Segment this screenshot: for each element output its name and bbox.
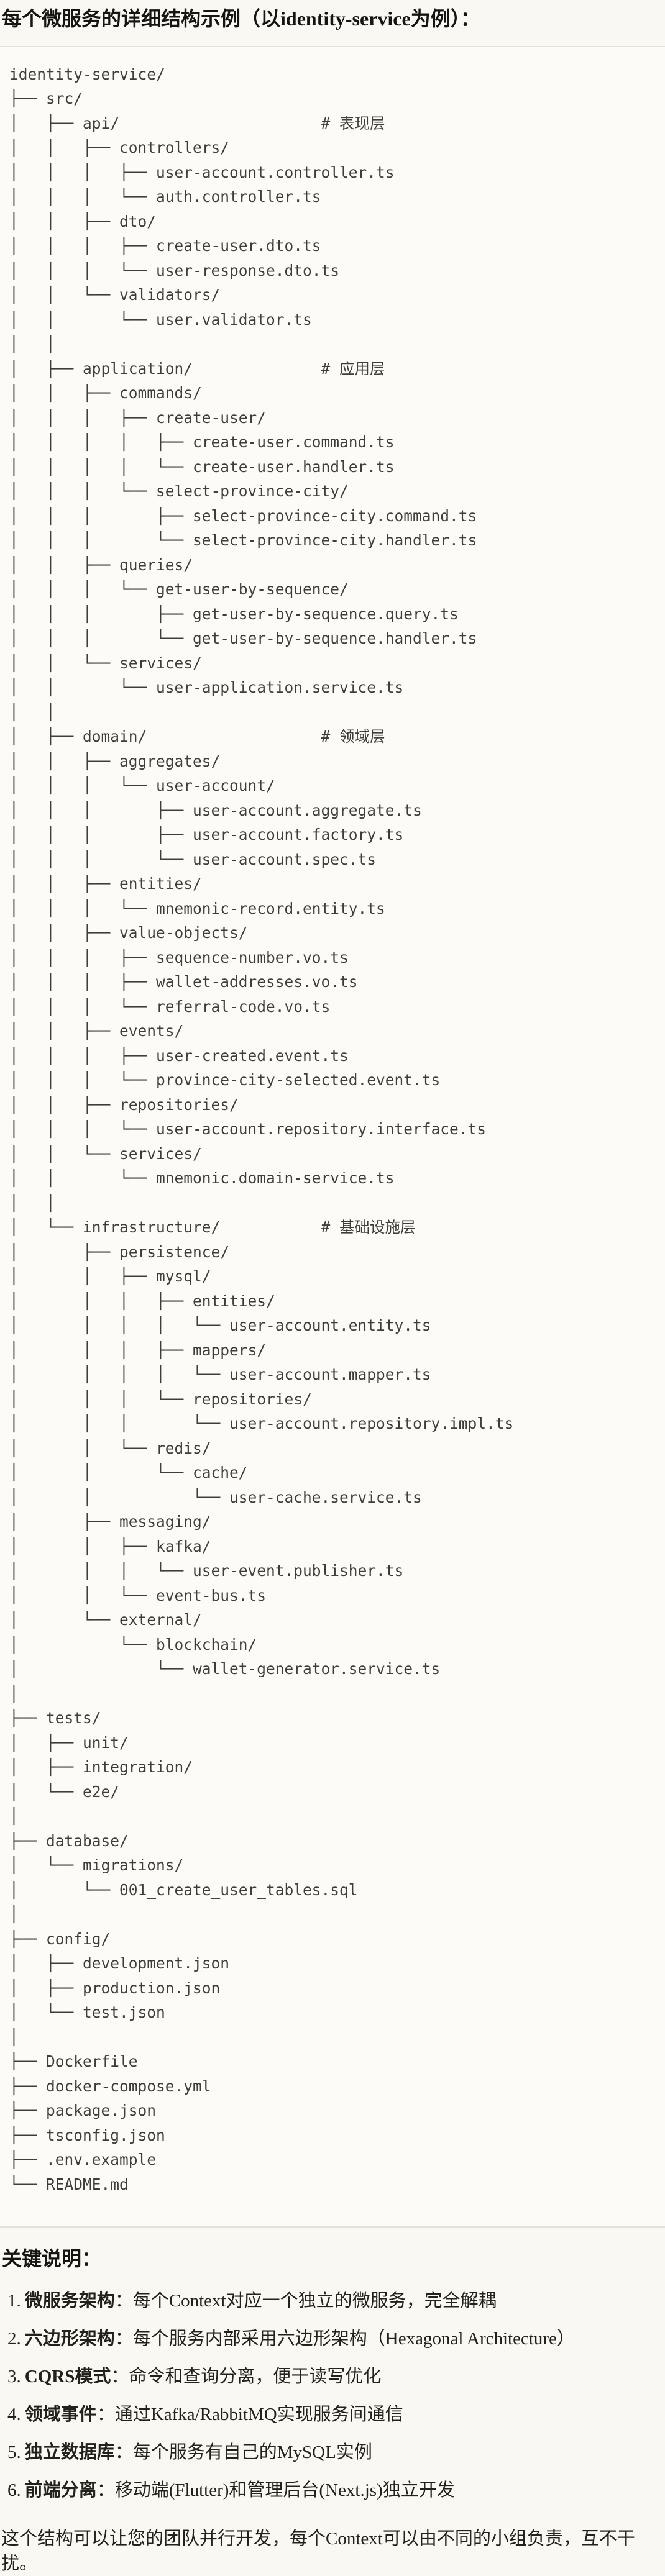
list-item: 5.独立数据库：每个服务有自己的MySQL实例: [7, 2440, 659, 2465]
item-label: 六边形架构: [24, 2328, 115, 2349]
notes-heading: 关键说明：: [2, 2247, 102, 2270]
item-number: 6.: [7, 2480, 21, 2500]
item-text: ：命令和查询分离，便于读写优化: [111, 2366, 382, 2387]
item-text: ：每个服务有自己的MySQL实例: [114, 2442, 372, 2462]
item-number: 3.: [7, 2366, 21, 2387]
list-item: 2.六边形架构：每个服务内部采用六边形架构（Hexagonal Architec…: [7, 2326, 659, 2351]
item-text: ：每个Context对应一个独立的微服务，完全解耦: [114, 2290, 497, 2311]
item-number: 5.: [7, 2442, 21, 2462]
item-label: CQRS模式: [24, 2366, 111, 2387]
list-item: 1.微服务架构：每个Context对应一个独立的微服务，完全解耦: [7, 2288, 659, 2313]
item-number: 4.: [7, 2404, 21, 2424]
footer-paragraph: 这个结构可以让您的团队并行开发，每个Context可以由不同的小组负责，互不干扰…: [1, 2528, 635, 2574]
item-number: 1.: [7, 2290, 21, 2311]
item-text: ：每个服务内部采用六边形架构（Hexagonal Architecture）: [114, 2328, 575, 2349]
code-block: identity-service/ ├── src/ │ ├── api/ # …: [0, 45, 665, 2228]
notes-list: 1.微服务架构：每个Context对应一个独立的微服务，完全解耦 2.六边形架构…: [0, 2288, 659, 2503]
item-label: 微服务架构: [24, 2290, 115, 2311]
list-item: 4.领域事件：通过Kafka/RabbitMQ实现服务间通信: [7, 2402, 659, 2427]
item-text: ：通过Kafka/RabbitMQ实现服务间通信: [96, 2404, 403, 2424]
item-label: 独立数据库: [24, 2442, 115, 2462]
notes-section: 关键说明： 1.微服务架构：每个Context对应一个独立的微服务，完全解耦 2…: [0, 2246, 665, 2576]
page-title: 每个微服务的详细结构示例（以identity-service为例）：: [2, 7, 480, 30]
list-item: 6.前端分离：移动端(Flutter)和管理后台(Next.js)独立开发: [7, 2478, 659, 2503]
item-text: ：移动端(Flutter)和管理后台(Next.js)独立开发: [96, 2480, 455, 2500]
item-label: 领域事件: [24, 2404, 97, 2424]
list-item: 3.CQRS模式：命令和查询分离，便于读写优化: [7, 2364, 659, 2389]
item-number: 2.: [7, 2328, 21, 2349]
directory-tree: identity-service/ ├── src/ │ ├── api/ # …: [9, 65, 514, 2193]
item-label: 前端分离: [24, 2480, 97, 2500]
